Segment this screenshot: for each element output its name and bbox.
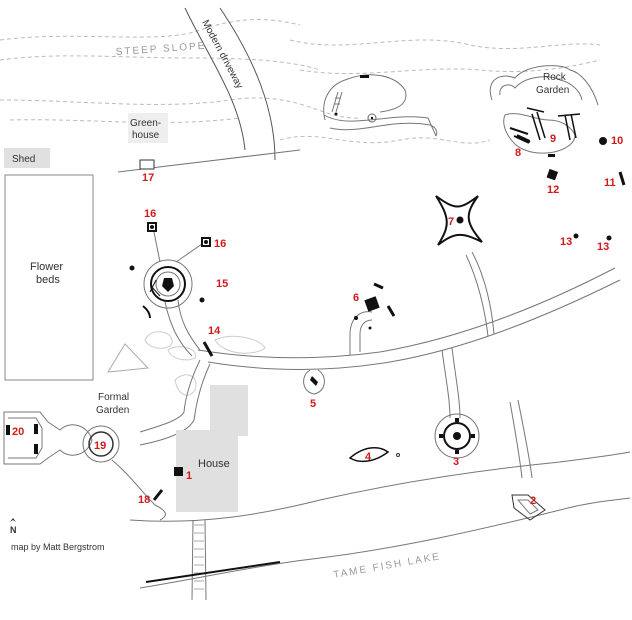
marker-3: 3 bbox=[453, 456, 459, 468]
causeway bbox=[191, 519, 207, 601]
north-label: N bbox=[10, 525, 17, 535]
house-label: House bbox=[198, 458, 230, 470]
flower-beds-label-1: Flower bbox=[30, 261, 63, 273]
lake-label: TAME FISH LAKE bbox=[333, 551, 442, 581]
marker-2: 2 bbox=[530, 495, 536, 507]
steep-slope-label: STEEP SLOPE bbox=[115, 41, 206, 58]
marker-4: 4 bbox=[365, 451, 372, 463]
feature-6 bbox=[354, 282, 396, 330]
marker-16b: 16 bbox=[214, 238, 226, 250]
marker-5: 5 bbox=[310, 398, 316, 410]
marker-9: 9 bbox=[550, 133, 556, 145]
formal-garden-label-2: Garden bbox=[96, 405, 129, 416]
marker-19: 19 bbox=[94, 440, 106, 452]
formal-garden bbox=[3, 411, 166, 521]
triangle-bed bbox=[107, 343, 150, 373]
marker-numbers: 1 2 3 4 5 6 7 8 9 10 11 12 13 13 14 15 1… bbox=[12, 133, 623, 507]
greenhouse-label-2: house bbox=[132, 130, 160, 141]
steep-slope-contours bbox=[0, 19, 601, 144]
marker-10: 10 bbox=[611, 135, 623, 147]
rock-garden bbox=[489, 65, 599, 154]
modern-driveway bbox=[184, 7, 276, 161]
formal-garden-label-1: Formal bbox=[98, 392, 129, 403]
greenhouse bbox=[128, 113, 168, 143]
north-arrow: N bbox=[10, 518, 17, 535]
shed-label: Shed bbox=[12, 154, 35, 165]
feature-7-star bbox=[435, 195, 483, 246]
flower-beds bbox=[4, 174, 94, 381]
pond-outline bbox=[144, 331, 173, 349]
marker-16a: 16 bbox=[144, 208, 156, 220]
flower-beds-label-2: beds bbox=[36, 274, 60, 286]
greenhouse-label-1: Green- bbox=[130, 118, 161, 129]
feature-3 bbox=[439, 418, 475, 454]
lens-pond bbox=[348, 447, 390, 463]
rock-garden-label-1: Rock bbox=[543, 72, 567, 83]
lake-shore bbox=[129, 451, 631, 589]
marker-1: 1 bbox=[186, 470, 192, 482]
marker-20: 20 bbox=[12, 426, 24, 438]
upper-loop-path bbox=[323, 74, 438, 137]
marker-7: 7 bbox=[448, 216, 454, 228]
marker-8: 8 bbox=[515, 147, 521, 159]
marker-6: 6 bbox=[353, 292, 359, 304]
rock-garden-label-2: Garden bbox=[536, 85, 569, 96]
feature-17-building bbox=[139, 159, 155, 170]
marker-12: 12 bbox=[547, 184, 559, 196]
main-path bbox=[197, 267, 621, 370]
marker-13a: 13 bbox=[560, 236, 572, 248]
marker-14: 14 bbox=[208, 325, 221, 337]
marker-18: 18 bbox=[138, 494, 150, 506]
map-credit: map by Matt Bergstrom bbox=[11, 542, 105, 552]
shed bbox=[4, 148, 50, 168]
marker-13b: 13 bbox=[597, 241, 609, 253]
feature-15 bbox=[129, 231, 205, 319]
boathouse bbox=[511, 494, 546, 521]
feature-16 bbox=[147, 222, 211, 247]
marker-11: 11 bbox=[604, 177, 616, 189]
marker-15: 15 bbox=[216, 278, 228, 290]
house bbox=[176, 385, 248, 512]
marker-17: 17 bbox=[142, 172, 154, 184]
